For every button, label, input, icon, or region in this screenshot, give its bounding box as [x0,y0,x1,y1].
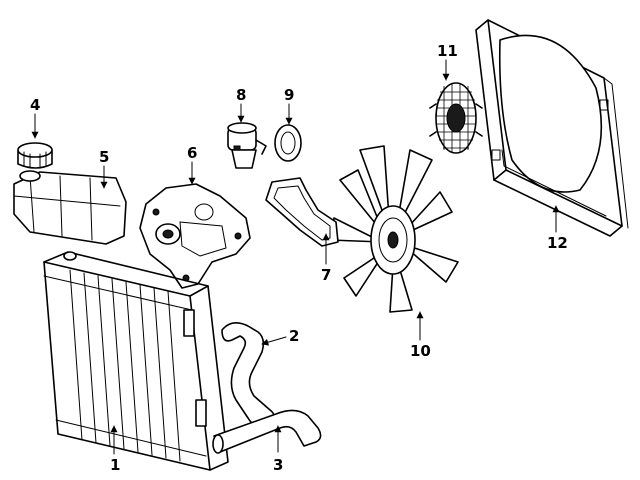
lower-radiator-hose [212,409,322,454]
callout-3: 3 [273,456,283,474]
reservoir-cap [17,142,53,169]
radiator [43,251,229,471]
callout-4: 4 [30,96,40,114]
coolant-reservoir [13,170,127,245]
gasket-ring [274,124,302,162]
upper-radiator-hose [221,322,275,428]
callout-labels: 1 2 3 4 5 6 7 8 9 10 11 12 [30,42,568,474]
water-pump [139,183,251,289]
thermostat [227,122,267,169]
thermostat-gasket [265,177,339,247]
fan-clutch [429,82,483,154]
callout-2: 2 [289,327,299,345]
fan-shroud [475,19,629,237]
callout-1: 1 [110,456,120,474]
callout-7: 7 [321,266,331,284]
callout-6: 6 [187,144,197,162]
callout-12: 12 [547,234,568,252]
callout-8: 8 [236,86,246,104]
callout-5: 5 [99,148,109,166]
leader-2 [261,336,287,346]
leader-lines [31,59,560,455]
fan-blade [329,145,459,313]
callout-11: 11 [437,42,458,60]
callout-10: 10 [410,342,431,360]
callout-9: 9 [284,86,294,104]
